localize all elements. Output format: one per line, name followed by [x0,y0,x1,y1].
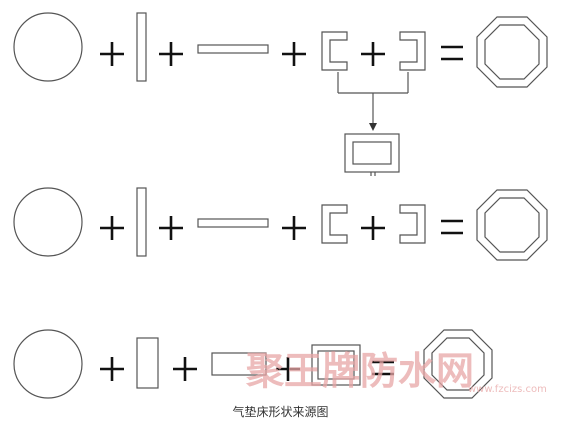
octagon-outer [423,329,493,399]
plus-operator [100,42,124,66]
row-3 [13,329,493,399]
plus-operator [282,216,306,240]
octagon-outer [476,16,548,88]
vertical-bar-shape [136,187,147,257]
octagon-outer [476,189,548,261]
combine-connector [337,72,409,125]
octagon-inner [484,197,540,253]
combined-frame-shape [344,133,400,176]
plus-operator [276,357,300,381]
horizontal-bar-shape [197,218,269,228]
plus-operator [361,216,385,240]
plus-operator [361,42,385,66]
row-2 [13,187,548,261]
circle-shape [13,329,83,399]
watermark-brand: 聚王牌防水网 [245,349,474,393]
short-horizontal-bar-shape [211,352,267,376]
octagon-inner [484,24,540,80]
row-1 [13,12,548,88]
circle-shape [13,187,83,257]
frame-shape [311,344,361,386]
right-bracket-shape [399,31,426,71]
left-bracket-shape [321,31,348,71]
plus-operator [100,216,124,240]
diagram-caption: 气垫床形状来源图 [232,405,329,419]
right-bracket-shape [399,204,426,244]
vertical-bar-shape [136,12,147,82]
equals-operator [441,45,463,61]
equals-operator [441,219,463,235]
left-bracket-shape [321,204,348,244]
plus-operator [282,42,306,66]
plus-operator [173,357,197,381]
plus-operator [159,216,183,240]
short-vertical-bar-shape [136,337,159,389]
arrowhead-icon [369,123,377,131]
horizontal-bar-shape [197,44,269,54]
equals-operator [372,360,394,376]
circle-shape [13,12,83,82]
plus-operator [100,357,124,381]
plus-operator [159,42,183,66]
watermark-url: www.fzcizs.com [468,384,547,395]
watermark: 聚王牌防水网 www.fzcizs.com [245,349,547,395]
octagon-inner [431,337,485,391]
